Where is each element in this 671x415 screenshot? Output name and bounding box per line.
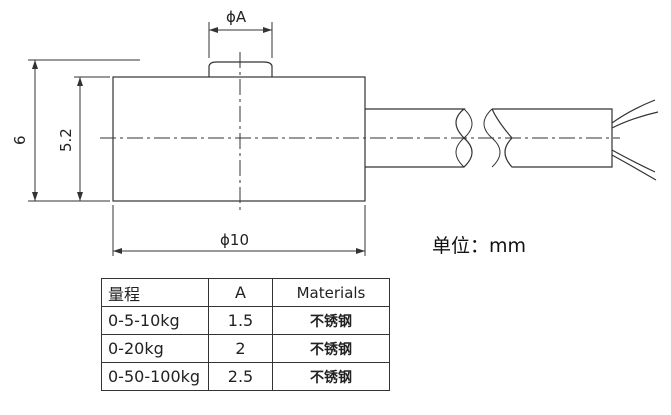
dim-label-6: 6 bbox=[11, 135, 29, 145]
cell-a: 2.5 bbox=[208, 362, 273, 391]
cell-a: 2 bbox=[208, 334, 273, 363]
cell-material: 不锈钢 bbox=[272, 362, 390, 391]
dim-label-5-2: 5.2 bbox=[57, 128, 75, 152]
header-a: A bbox=[208, 278, 273, 307]
spec-table: 量程 A Materials 0-5-10kg 1.5 不锈钢 0-20kg 2… bbox=[101, 278, 390, 391]
cell-a: 1.5 bbox=[208, 306, 273, 335]
cell-range: 0-5-10kg bbox=[101, 306, 209, 335]
table-row: 0-50-100kg 2.5 不锈钢 bbox=[101, 362, 390, 391]
cell-material: 不锈钢 bbox=[272, 306, 390, 335]
header-range: 量程 bbox=[101, 278, 209, 307]
cell-range: 0-50-100kg bbox=[101, 362, 209, 391]
header-materials: Materials bbox=[272, 278, 390, 307]
sensor-body bbox=[112, 76, 366, 202]
cable-wires bbox=[611, 99, 659, 181]
table-row: 0-20kg 2 不锈钢 bbox=[101, 334, 390, 363]
table-row: 0-5-10kg 1.5 不锈钢 bbox=[101, 306, 390, 335]
dim-label-a: ϕA bbox=[226, 8, 247, 26]
cable-right bbox=[491, 108, 613, 168]
unit-label: 单位：mm bbox=[432, 235, 526, 257]
cell-material: 不锈钢 bbox=[272, 334, 390, 363]
dim-label-10: ϕ10 bbox=[220, 231, 249, 249]
cell-range: 0-20kg bbox=[101, 334, 209, 363]
cable-left bbox=[365, 108, 473, 168]
table-header-row: 量程 A Materials bbox=[101, 278, 390, 307]
